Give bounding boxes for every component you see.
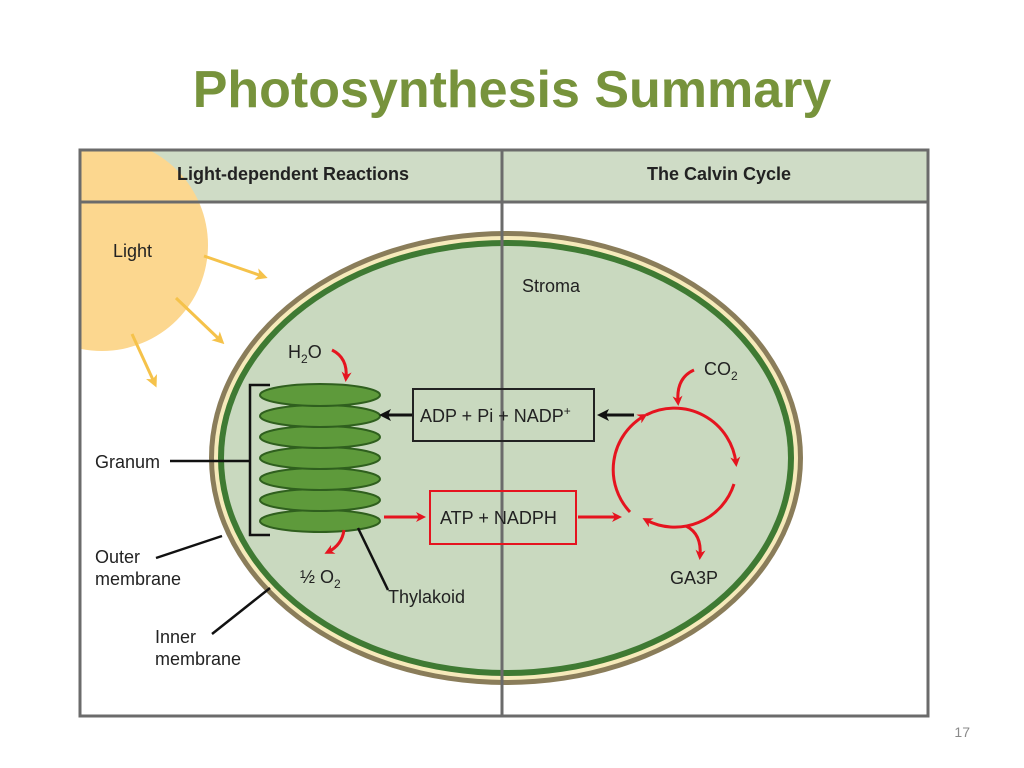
adp-label: ADP + Pi + NADP+	[420, 404, 571, 426]
header-light-dependent: Light-dependent Reactions	[177, 164, 409, 184]
thylakoid-pointer	[356, 527, 390, 591]
inner-membrane-pointer	[211, 587, 271, 635]
thylakoid-disc	[259, 488, 381, 512]
table-frame	[78, 148, 930, 718]
outer-membrane-label-line1: Outer	[95, 547, 140, 567]
thylakoid-label: Thylakoid	[388, 587, 465, 607]
light-ray-2	[174, 296, 225, 345]
outer-membrane-pointer	[155, 534, 223, 560]
calvin-cycle-arc	[645, 406, 741, 467]
thylakoid-disc	[259, 446, 381, 470]
co2-input-arrow	[672, 368, 695, 406]
table-header-band	[80, 150, 928, 202]
outer-membrane-label-line2: membrane	[95, 569, 181, 589]
light-ray-3	[130, 333, 157, 388]
thylakoid-disc	[259, 383, 381, 407]
co2-label: CO2	[704, 359, 738, 383]
light-label: Light	[113, 241, 152, 261]
adp-box	[412, 388, 595, 442]
atp-box	[429, 490, 577, 545]
stroma-label: Stroma	[522, 276, 581, 296]
inner-membrane-label-line2: membrane	[155, 649, 241, 669]
granum-label: Granum	[95, 452, 160, 472]
calvin-cycle-arc	[611, 413, 648, 514]
oxygen-output-arrow	[324, 529, 346, 554]
inner-membrane-label-line1: Inner	[155, 627, 196, 647]
light-ray-1	[203, 254, 268, 280]
page-number: 17	[954, 724, 970, 740]
oxygen-label: ½ O2	[300, 567, 341, 591]
thylakoid-disc	[259, 467, 381, 491]
atp-label: ATP + NADPH	[440, 508, 557, 528]
granum-stack	[259, 383, 381, 533]
ga3p-output-arrow	[685, 524, 706, 560]
h2o-label: H2O	[288, 342, 322, 366]
chloroplast	[209, 231, 803, 685]
water-input-arrow	[331, 348, 352, 382]
thylakoid-disc	[259, 425, 381, 449]
calvin-cycle-arc	[642, 483, 736, 529]
ga3p-label: GA3P	[670, 568, 718, 588]
stroma-region	[224, 246, 788, 670]
sun-icon	[80, 150, 208, 351]
calvin-cycle	[611, 406, 741, 529]
thylakoid-disc	[259, 509, 381, 533]
slide-title: Photosynthesis Summary	[192, 61, 832, 119]
header-calvin-cycle: The Calvin Cycle	[647, 164, 791, 184]
thylakoid-disc	[259, 404, 381, 428]
